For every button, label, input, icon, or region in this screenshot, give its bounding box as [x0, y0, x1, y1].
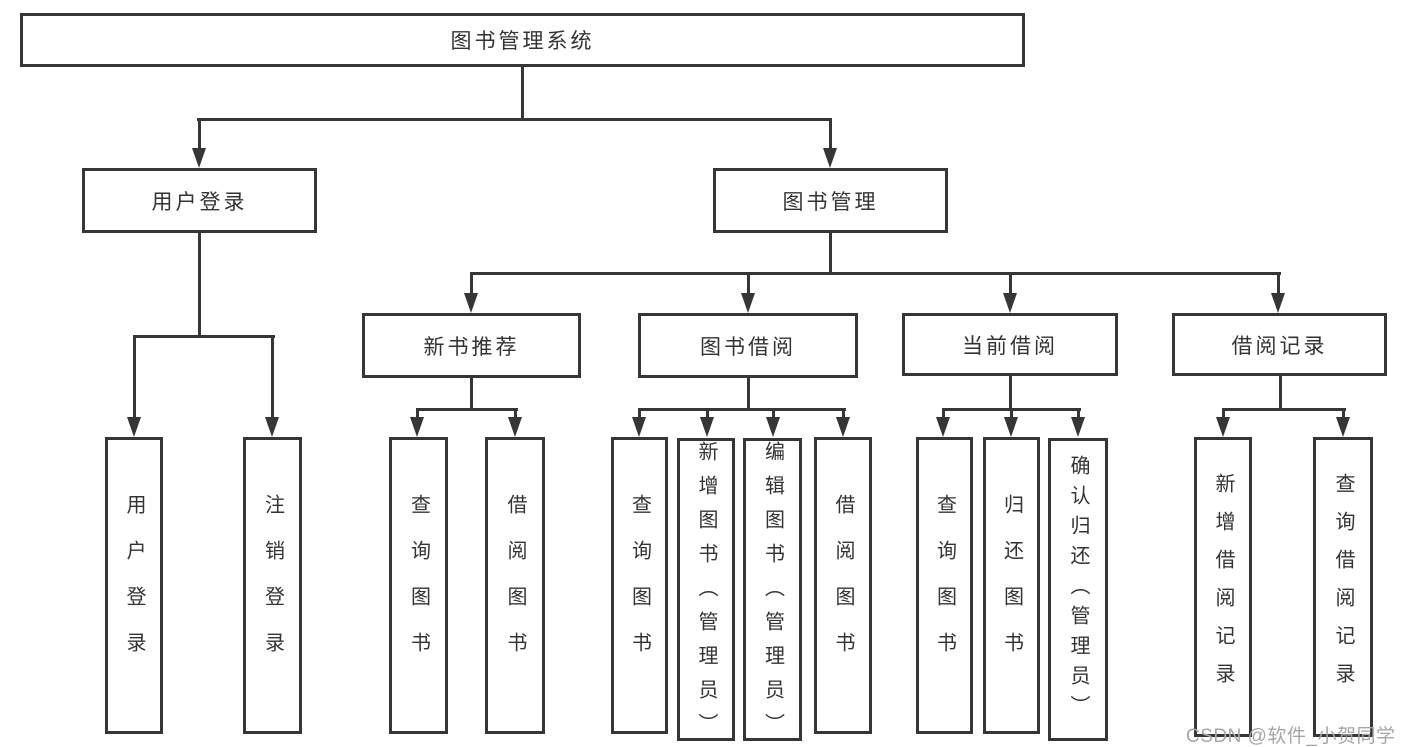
- leaf-query-borrow-record: 查询借阅记录: [1313, 437, 1373, 737]
- arrowhead-to-borrow-books-1-icon: [508, 417, 522, 437]
- connector-new-books-drop: [470, 378, 473, 408]
- arrowhead-to-add-books-icon: [700, 417, 714, 437]
- connector-book-mgmt-drop: [829, 233, 832, 272]
- arrowhead-to-book-mgmt-icon: [823, 148, 837, 168]
- connector-borrow-records-drop: [1279, 376, 1282, 408]
- connector-root-drop: [521, 67, 524, 118]
- connector-book-borrow-drop: [747, 378, 750, 408]
- connector-new-books-branch: [416, 408, 518, 411]
- arrow-shaft-to-query-record: [1342, 408, 1345, 419]
- leaf-add-borrow-record: 新增借阅记录: [1194, 437, 1252, 737]
- csdn-watermark: CSDN @软件_小贺同学: [1186, 726, 1396, 747]
- leaf-borrow-books-2: 借阅图书: [814, 437, 872, 734]
- node-new-books: 新书推荐: [362, 313, 581, 378]
- arrow-shaft-to-query-books-1: [416, 408, 419, 419]
- leaf-return-books: 归还图书: [983, 437, 1040, 734]
- arrowhead-to-edit-books-icon: [766, 417, 780, 437]
- arrow-shaft-to-current-borrow: [1009, 272, 1012, 295]
- node-book-borrow: 图书借阅: [638, 313, 858, 378]
- arrowhead-to-book-borrow-icon: [741, 293, 755, 313]
- node-book-mgmt: 图书管理: [713, 168, 948, 233]
- leaf-add-books-admin: 新增图书（管理员）: [677, 438, 735, 747]
- arrow-shaft-to-leaf-user-login: [133, 335, 136, 419]
- arrowhead-to-leaf-user-login-icon: [127, 417, 141, 437]
- leaf-user-login: 用户登录: [105, 437, 163, 734]
- leaf-edit-books-admin: 编辑图书（管理员）: [743, 438, 802, 747]
- arrowhead-to-query-books-3-icon: [936, 417, 950, 437]
- leaf-logout: 注销登录: [243, 437, 302, 734]
- node-borrow-records: 借阅记录: [1172, 313, 1387, 376]
- leaf-confirm-return-admin: 确认归还（管理员）: [1048, 438, 1108, 741]
- connector-user-login-drop: [198, 233, 201, 335]
- arrowhead-to-borrow-books-2-icon: [836, 417, 850, 437]
- arrow-shaft-to-borrow-records: [1277, 272, 1280, 295]
- arrow-shaft-to-book-borrow: [747, 272, 750, 295]
- node-current-borrow: 当前借阅: [902, 313, 1118, 376]
- node-root: 图书管理系统: [20, 13, 1025, 67]
- arrowhead-to-confirm-return-icon: [1071, 417, 1085, 437]
- arrow-shaft-to-query-books-3: [942, 408, 945, 419]
- connector-root-branch: [197, 118, 832, 121]
- arrow-shaft-to-book-mgmt: [829, 118, 832, 150]
- arrow-shaft-to-borrow-books-2: [842, 408, 845, 419]
- leaf-query-books-3: 查询图书: [916, 437, 973, 734]
- connector-book-mgmt-branch: [470, 272, 1281, 275]
- arrowhead-to-current-borrow-icon: [1003, 293, 1017, 313]
- arrow-shaft-to-user-login: [198, 118, 201, 150]
- leaf-borrow-books-1: 借阅图书: [485, 437, 545, 734]
- arrowhead-to-new-books-icon: [464, 293, 478, 313]
- connector-user-login-branch: [133, 335, 275, 338]
- arrow-shaft-to-leaf-logout: [271, 335, 274, 419]
- leaf-query-books-1: 查询图书: [389, 437, 448, 734]
- arrow-shaft-to-query-books-2: [638, 408, 641, 419]
- arrow-shaft-to-borrow-books-1: [514, 408, 517, 419]
- arrowhead-to-query-record-icon: [1336, 417, 1350, 437]
- arrow-shaft-to-add-books: [706, 408, 709, 419]
- arrow-shaft-to-new-books: [470, 272, 473, 295]
- connector-current-borrow-drop: [1009, 376, 1012, 408]
- arrow-shaft-to-confirm-return: [1077, 408, 1080, 419]
- arrowhead-to-add-record-icon: [1216, 417, 1230, 437]
- connector-borrow-records-branch: [1222, 408, 1346, 411]
- arrow-shaft-to-return-books: [1010, 408, 1013, 419]
- leaf-query-books-2: 查询图书: [611, 437, 668, 734]
- node-user-login: 用户登录: [82, 168, 317, 233]
- arrow-shaft-to-add-record: [1222, 408, 1225, 419]
- arrowhead-to-query-books-2-icon: [632, 417, 646, 437]
- arrowhead-to-return-books-icon: [1004, 417, 1018, 437]
- arrowhead-to-query-books-1-icon: [410, 417, 424, 437]
- arrow-shaft-to-edit-books: [772, 408, 775, 419]
- arrowhead-to-borrow-records-icon: [1271, 293, 1285, 313]
- arrowhead-to-leaf-logout-icon: [265, 417, 279, 437]
- connector-book-borrow-branch: [638, 408, 846, 411]
- arrowhead-to-user-login-icon: [192, 148, 206, 168]
